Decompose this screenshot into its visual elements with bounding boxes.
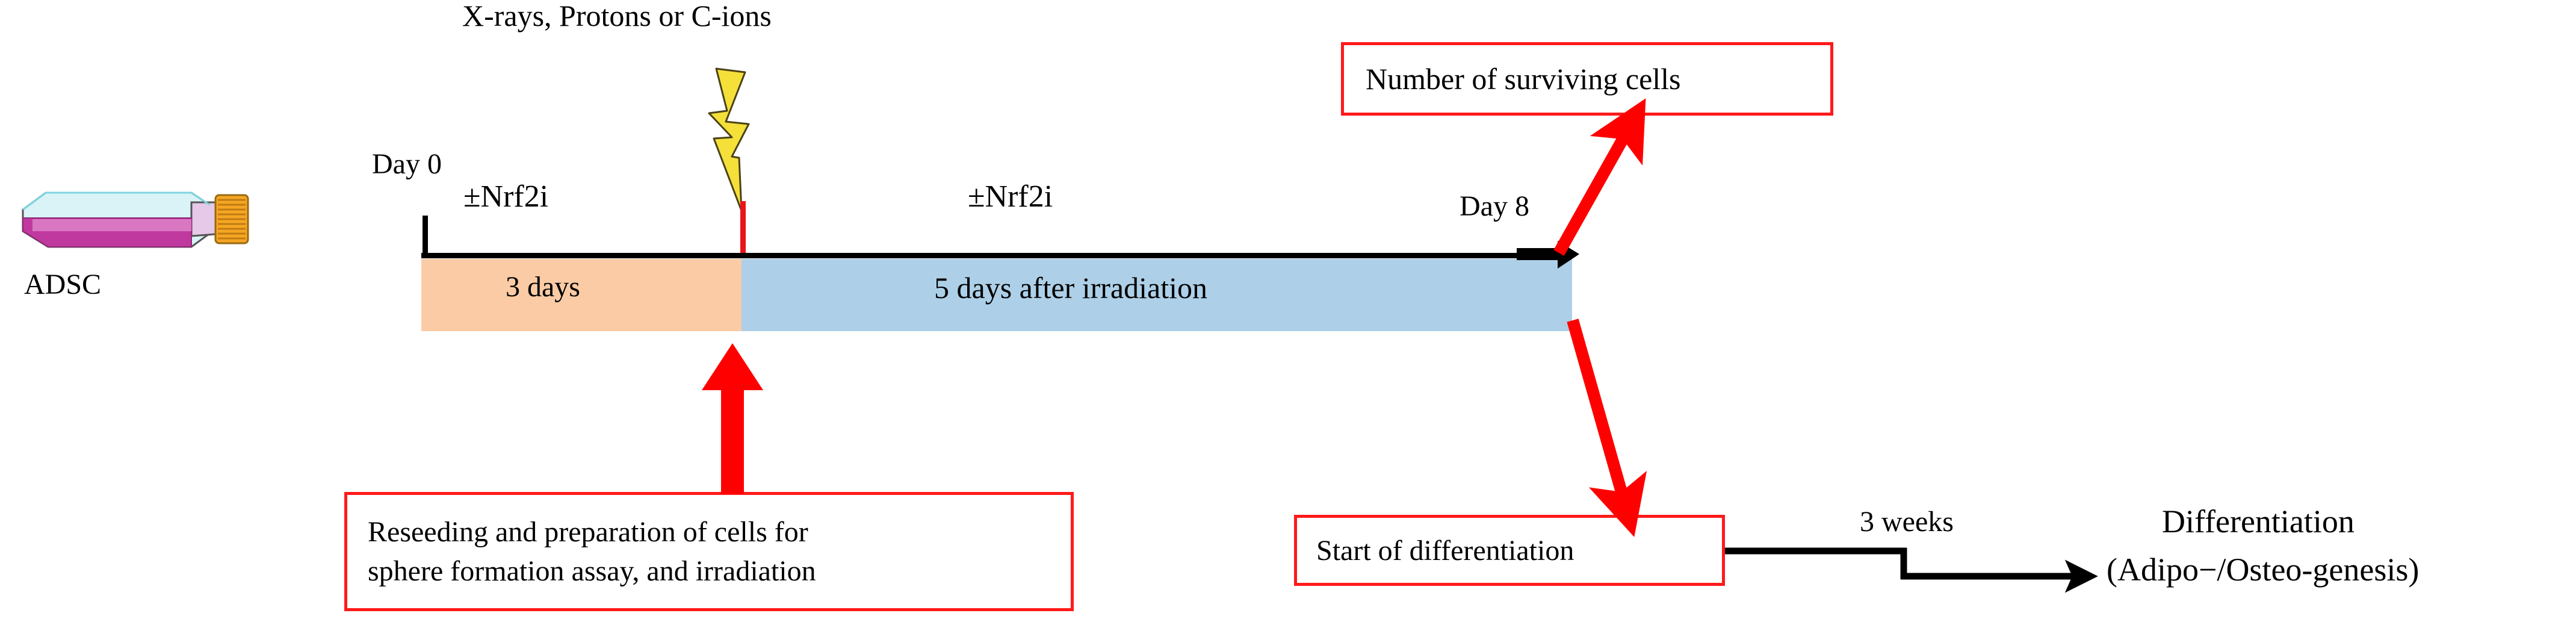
differentiation-arrow-icon <box>1567 319 1647 537</box>
cell-source-label: ADSC <box>24 269 102 300</box>
reseeding-up-arrow-icon <box>702 343 763 494</box>
day0-tick-mark <box>423 216 428 253</box>
surviving-cells-arrow-icon <box>1553 98 1646 256</box>
differentiation-outcome-subtitle: (Adipo−/Osteo-genesis) <box>2107 552 2420 588</box>
differentiation-start-label: Start of differentiation <box>1316 534 1574 567</box>
timeline-arrowhead-icon <box>1517 241 1579 269</box>
treatment-label-pre: ±Nrf2i <box>463 179 549 214</box>
reseeding-label-line2: sphere formation assay, and irradiation <box>368 555 816 587</box>
treatment-label-post: ±Nrf2i <box>968 179 1053 214</box>
timeline-segment-pre <box>421 259 742 331</box>
irradiation-tick-mark <box>740 201 746 253</box>
differentiation-start-callout: Start of differentiation <box>1294 515 1725 586</box>
culture-flask-icon <box>22 191 249 248</box>
reseeding-callout: Reseeding and preparation of cells for s… <box>344 492 1074 611</box>
differentiation-duration-label: 3 weeks <box>1860 506 1954 538</box>
irradiation-modalities-title: X-rays, Protons or C-ions <box>462 0 772 33</box>
timeline-segment-post <box>742 259 1572 331</box>
three-weeks-connector <box>1725 547 2098 593</box>
timeline-axis <box>421 253 1532 258</box>
reseeding-label-line1: Reseeding and preparation of cells for <box>368 516 808 548</box>
surviving-cells-callout: Number of surviving cells <box>1341 42 1833 116</box>
timeline-end-label: Day 8 <box>1460 190 1529 222</box>
timeline-segment-pre-label: 3 days <box>506 271 580 303</box>
surviving-cells-label: Number of surviving cells <box>1366 62 1681 96</box>
lightning-bolt-icon <box>708 67 750 212</box>
timeline-segment-post-label: 5 days after irradiation <box>934 271 1207 305</box>
timeline-start-label: Day 0 <box>372 148 442 180</box>
differentiation-outcome-title: Differentiation <box>2162 503 2355 540</box>
